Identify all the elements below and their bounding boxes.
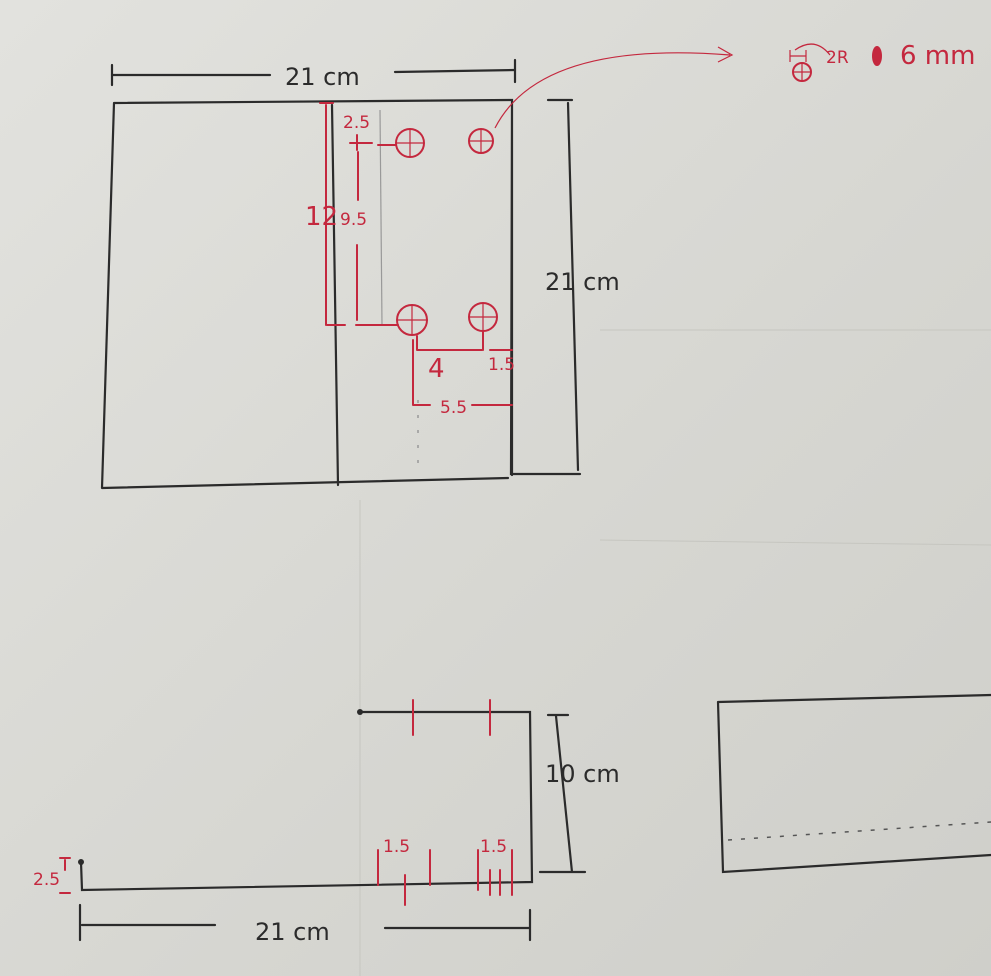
top-width-label: 21 cm xyxy=(285,63,360,91)
hole-bottom-left xyxy=(396,304,428,336)
dim-hole-spacing-horizontal: 4 xyxy=(428,354,445,384)
side-height-label: 10 cm xyxy=(545,760,620,788)
hole-note: 2R 6 mm xyxy=(789,41,975,82)
slot-a-label: 1.5 xyxy=(383,837,410,857)
dim-total-horizontal: 5.5 xyxy=(440,398,467,418)
hole-radius-label: 2R xyxy=(826,48,849,68)
paper-texture xyxy=(359,329,991,976)
slot-b-label: 1.5 xyxy=(480,837,507,857)
dim-total-vertical: 12 xyxy=(305,202,338,232)
side-thickness-label: 2.5 xyxy=(33,870,60,890)
hole-top-right xyxy=(468,128,494,154)
top-view-drawing: 21 cm 21 cm 2.5 12 9.5 4 1.5 5.5 xyxy=(100,46,734,490)
top-height-label: 21 cm xyxy=(545,268,620,296)
dim-edge-offset: 1.5 xyxy=(488,355,515,375)
dim-hole-spacing-vertical: 9.5 xyxy=(340,210,367,230)
hole-size-label: 6 mm xyxy=(900,41,975,71)
dim-top-offset: 2.5 xyxy=(343,113,370,133)
hole-top-left xyxy=(395,128,425,158)
side-width-label: 21 cm xyxy=(255,918,330,946)
red-dot-mark xyxy=(872,46,882,66)
hole-bottom-right xyxy=(468,302,498,332)
side-view-drawing: 10 cm 21 cm 1.5 1.5 2.5 xyxy=(33,693,991,946)
